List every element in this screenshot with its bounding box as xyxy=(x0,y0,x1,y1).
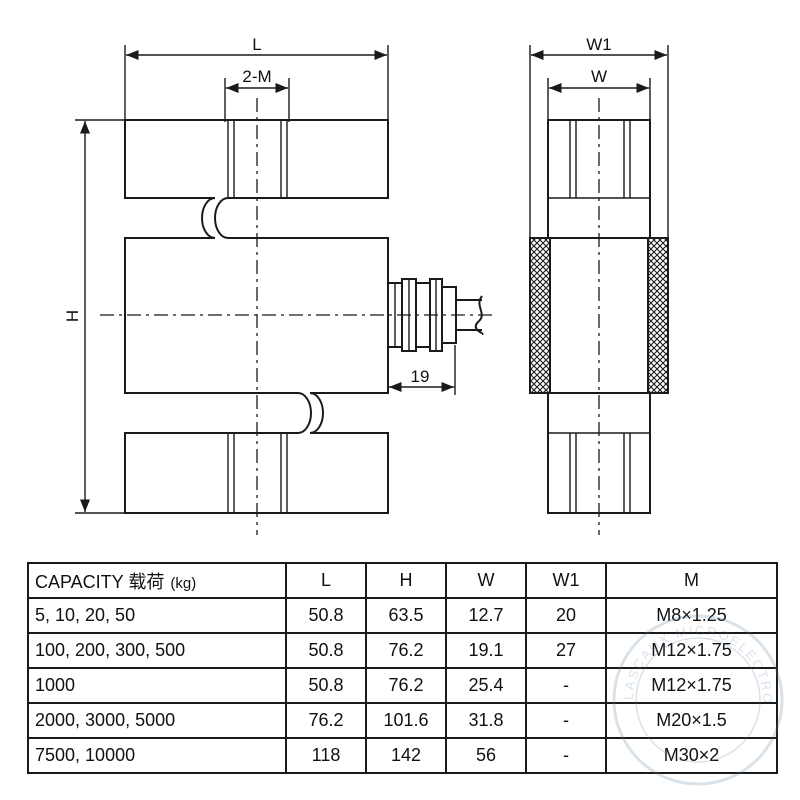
cell-M: M12×1.75 xyxy=(605,632,778,669)
cell-M: M8×1.25 xyxy=(605,597,778,634)
cell-W: 31.8 xyxy=(445,702,527,739)
spec-table: CAPACITY 载荷(kg) L H W W1 M 5, 10, 20, 50… xyxy=(27,562,778,774)
cell-capacity: 5, 10, 20, 50 xyxy=(27,597,287,634)
header-L: L xyxy=(285,562,367,599)
cell-W1: 20 xyxy=(525,597,607,634)
table-row: 5, 10, 20, 50 50.8 63.5 12.7 20 M8×1.25 xyxy=(27,597,778,634)
dim-label-W: W xyxy=(591,67,607,86)
cable-gland xyxy=(387,278,484,352)
cell-L: 50.8 xyxy=(285,632,367,669)
front-view: L 2-M H 19 xyxy=(63,35,495,535)
cell-W: 56 xyxy=(445,737,527,774)
table-row: 1000 50.8 76.2 25.4 - M12×1.75 xyxy=(27,667,778,704)
header-capacity: CAPACITY 载荷(kg) xyxy=(27,562,287,599)
header-W1: W1 xyxy=(525,562,607,599)
table-row: 100, 200, 300, 500 50.8 76.2 19.1 27 M12… xyxy=(27,632,778,669)
knurl-right xyxy=(647,237,669,394)
cell-H: 101.6 xyxy=(365,702,447,739)
dim-label-L: L xyxy=(252,35,261,54)
cell-H: 142 xyxy=(365,737,447,774)
s-body-outline xyxy=(124,119,389,514)
cell-W: 25.4 xyxy=(445,667,527,704)
table-row: 2000, 3000, 5000 76.2 101.6 31.8 - M20×1… xyxy=(27,702,778,739)
cell-capacity: 7500, 10000 xyxy=(27,737,287,774)
cell-L: 118 xyxy=(285,737,367,774)
dim-label-2M: 2-M xyxy=(242,67,271,86)
cell-M: M20×1.5 xyxy=(605,702,778,739)
cell-H: 76.2 xyxy=(365,667,447,704)
cell-W1: - xyxy=(525,667,607,704)
cell-W: 12.7 xyxy=(445,597,527,634)
cell-capacity: 1000 xyxy=(27,667,287,704)
header-W: W xyxy=(445,562,527,599)
dim-label-W1: W1 xyxy=(586,35,612,54)
header-capacity-unit: (kg) xyxy=(170,574,197,592)
cell-H: 76.2 xyxy=(365,632,447,669)
cell-L: 50.8 xyxy=(285,597,367,634)
header-M: M xyxy=(605,562,778,599)
table-row: 7500, 10000 118 142 56 - M30×2 xyxy=(27,737,778,774)
load-cell-drawing: L 2-M H 19 xyxy=(63,35,669,535)
cell-H: 63.5 xyxy=(365,597,447,634)
cell-L: 50.8 xyxy=(285,667,367,704)
cell-W1: - xyxy=(525,702,607,739)
cell-M: M12×1.75 xyxy=(605,667,778,704)
cell-M: M30×2 xyxy=(605,737,778,774)
cell-W: 19.1 xyxy=(445,632,527,669)
header-H: H xyxy=(365,562,447,599)
cell-L: 76.2 xyxy=(285,702,367,739)
cell-W1: - xyxy=(525,737,607,774)
side-view: W1 W xyxy=(529,35,669,535)
dim-label-H: H xyxy=(63,310,82,322)
table-header-row: CAPACITY 载荷(kg) L H W W1 M xyxy=(27,562,778,599)
cell-capacity: 100, 200, 300, 500 xyxy=(27,632,287,669)
dim-label-19: 19 xyxy=(411,367,430,386)
cell-W1: 27 xyxy=(525,632,607,669)
cell-capacity: 2000, 3000, 5000 xyxy=(27,702,287,739)
knurl-left xyxy=(529,237,551,394)
